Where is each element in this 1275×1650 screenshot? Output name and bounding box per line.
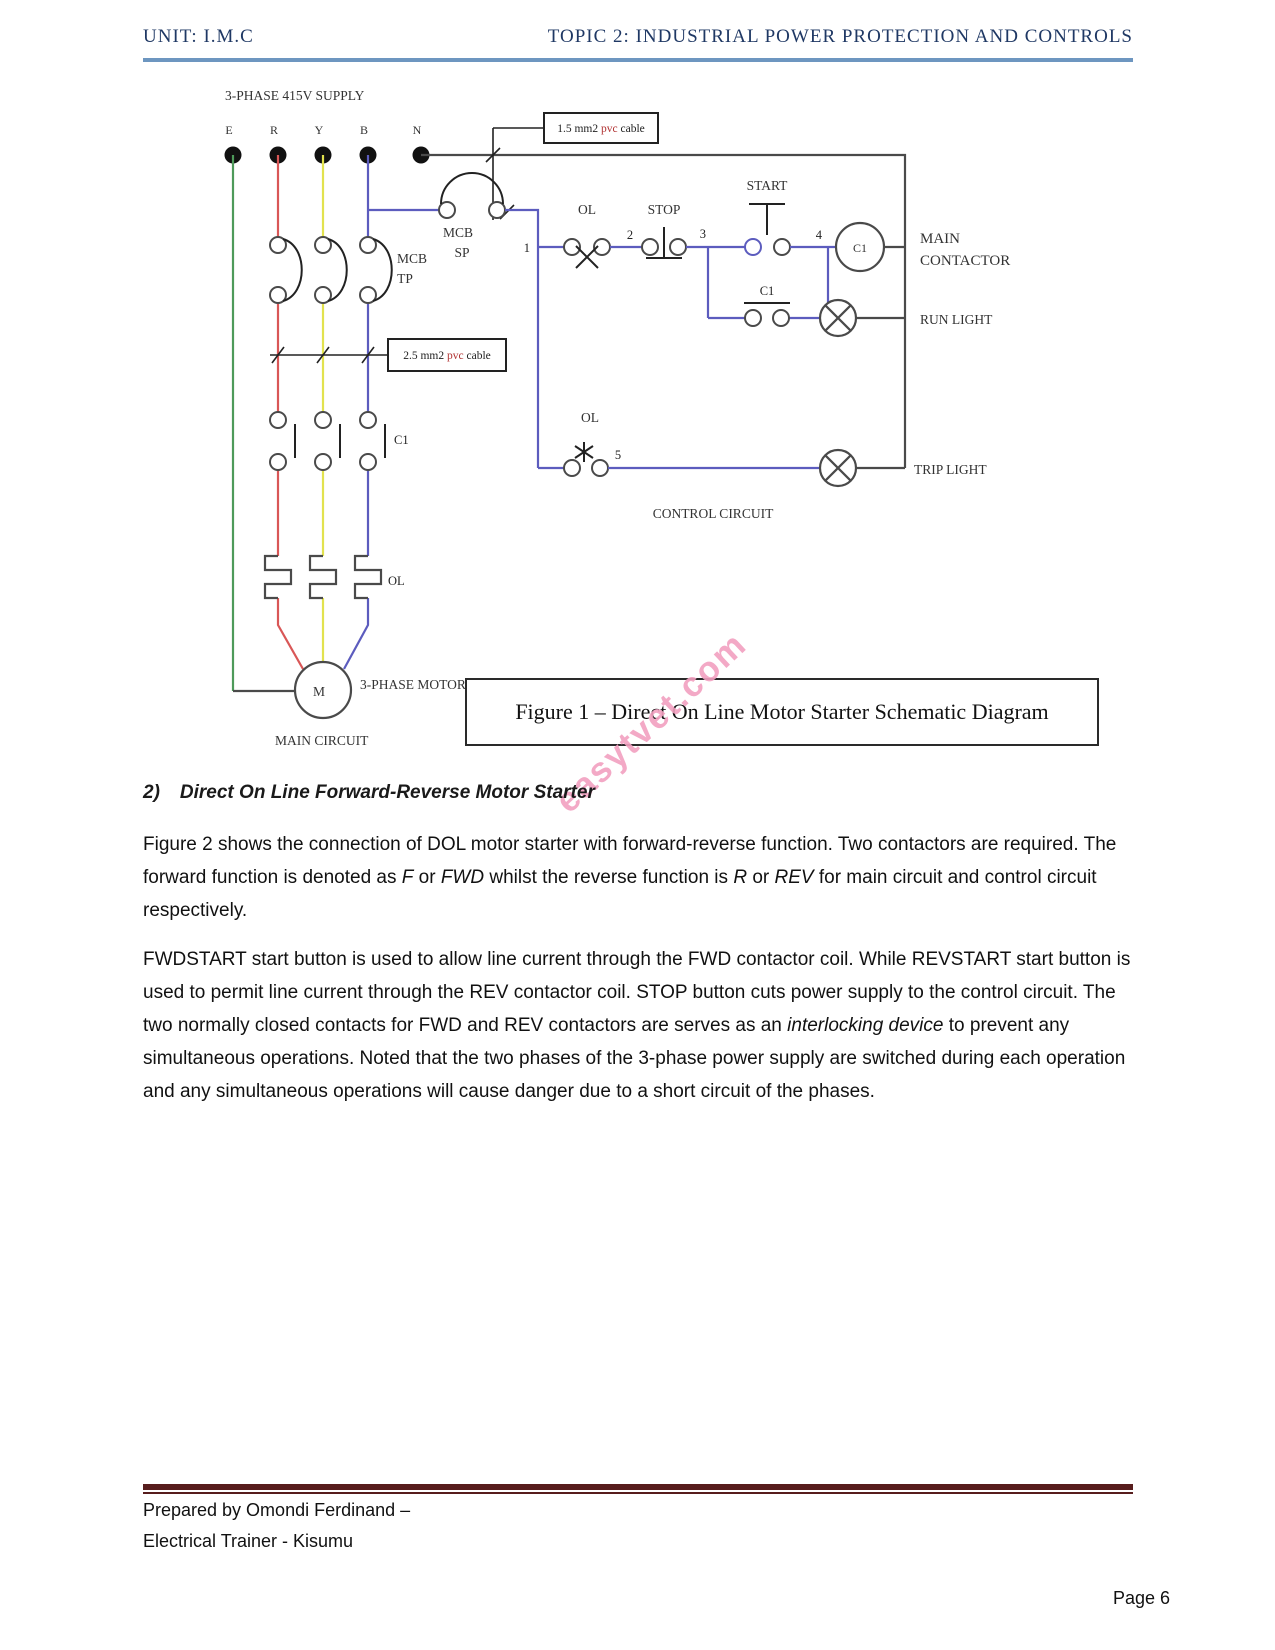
paragraph-1: Figure 2 shows the connection of DOL mot… [143, 834, 1117, 921]
ol-heater-label: OL [388, 574, 405, 588]
node-4-label: 4 [816, 228, 823, 242]
figure-caption-box: Figure 1 – Direct On Line Motor Starter … [465, 678, 1099, 746]
mcb-tp-label-1: MCB [397, 251, 427, 266]
neutral-and-right-edge [421, 153, 907, 468]
cable-top-label: 1.5 mm2 pvc cable [557, 123, 645, 135]
ol-no-label: OL [581, 410, 599, 425]
terminal-e-label: E [225, 123, 232, 137]
stop-label: STOP [648, 202, 681, 217]
phase-conductors [231, 155, 439, 693]
control-row-trip-light: OL 5 TRIP LIGHT CONTROL CIRCUIT [538, 410, 987, 521]
main-contactor-label-2: CONTACTOR [920, 253, 1010, 269]
main-contactor-label-1: MAIN [920, 231, 960, 247]
page-header: UNIT: I.M.C TOPIC 2: INDUSTRIAL POWER PR… [143, 26, 1133, 48]
node-2-label: 2 [627, 228, 633, 242]
run-light-label: RUN LIGHT [920, 312, 993, 327]
cable-marker-mid: 2.5 mm2 pvc cable [270, 338, 507, 372]
page-number: Page 6 [1112, 1588, 1170, 1608]
main-circuit-label: MAIN CIRCUIT [275, 733, 369, 748]
footer-rule [143, 1484, 1133, 1494]
terminal-n-label: N [413, 123, 422, 137]
motor-m-label: M [313, 684, 325, 699]
overload-heaters: OL [263, 554, 405, 600]
control-circuit-label: CONTROL CIRCUIT [653, 506, 774, 521]
c1-main-contacts: C1 [269, 411, 409, 471]
ol-nc-label: OL [578, 202, 596, 217]
section-number: 2) [143, 782, 160, 803]
section-title: Direct On Line Forward-Reverse Motor Sta… [179, 782, 595, 803]
mcb-tp-label-2: TP [397, 271, 413, 286]
dol-starter-schematic: 3-PHASE 415V SUPPLY E R Y B N 1.5 mm2 pv… [224, 88, 1010, 748]
paragraph-2: FWDSTART start button is used to allow l… [143, 949, 1131, 1102]
cable-mid-label: 2.5 mm2 pvc cable [403, 350, 491, 362]
figure-caption: Figure 1 – Direct On Line Motor Starter … [515, 699, 1049, 724]
terminal-r-label: R [270, 123, 278, 137]
control-row-run-light: C1 RUN LIGHT [706, 247, 993, 338]
start-label: START [747, 178, 789, 193]
motor: M 3-PHASE MOTOR MAIN CIRCUIT [275, 660, 466, 748]
control-row-coil: 1 OL 2 STOP 3 START 4 C1 MAIN CONTACTOR [524, 178, 1010, 468]
mcb-tp: MCB TP [269, 236, 427, 304]
trip-light-label: TRIP LIGHT [914, 462, 987, 477]
node-1-label: 1 [524, 241, 530, 255]
header-rule [143, 58, 1133, 62]
terminal-y-label: Y [315, 123, 324, 137]
mcb-sp: MCB SP [438, 172, 540, 260]
header-unit: UNIT: I.M.C [143, 26, 254, 47]
header-topic: TOPIC 2: INDUSTRIAL POWER PROTECTION AND… [547, 26, 1133, 47]
c1-coil-label: C1 [853, 241, 867, 255]
footer-prepared-by: Prepared by Omondi Ferdinand – [143, 1500, 411, 1520]
supply-section: 3-PHASE 415V SUPPLY E R Y B N [224, 88, 430, 164]
terminal-b-label: B [360, 123, 368, 137]
node-3-label: 3 [700, 227, 706, 241]
section-heading: 2) Direct On Line Forward-Reverse Motor S… [143, 782, 1133, 804]
node-5-label: 5 [615, 448, 621, 462]
cable-marker-top: 1.5 mm2 pvc cable [485, 112, 659, 220]
footer-role: Electrical Trainer - Kisumu [143, 1531, 354, 1551]
mcb-sp-label-2: SP [454, 245, 469, 260]
supply-title: 3-PHASE 415V SUPPLY [225, 88, 365, 103]
c1-main-label: C1 [394, 433, 409, 447]
c1-aux-label: C1 [760, 284, 775, 298]
motor-label: 3-PHASE MOTOR [360, 677, 466, 692]
mcb-sp-label-1: MCB [443, 225, 473, 240]
